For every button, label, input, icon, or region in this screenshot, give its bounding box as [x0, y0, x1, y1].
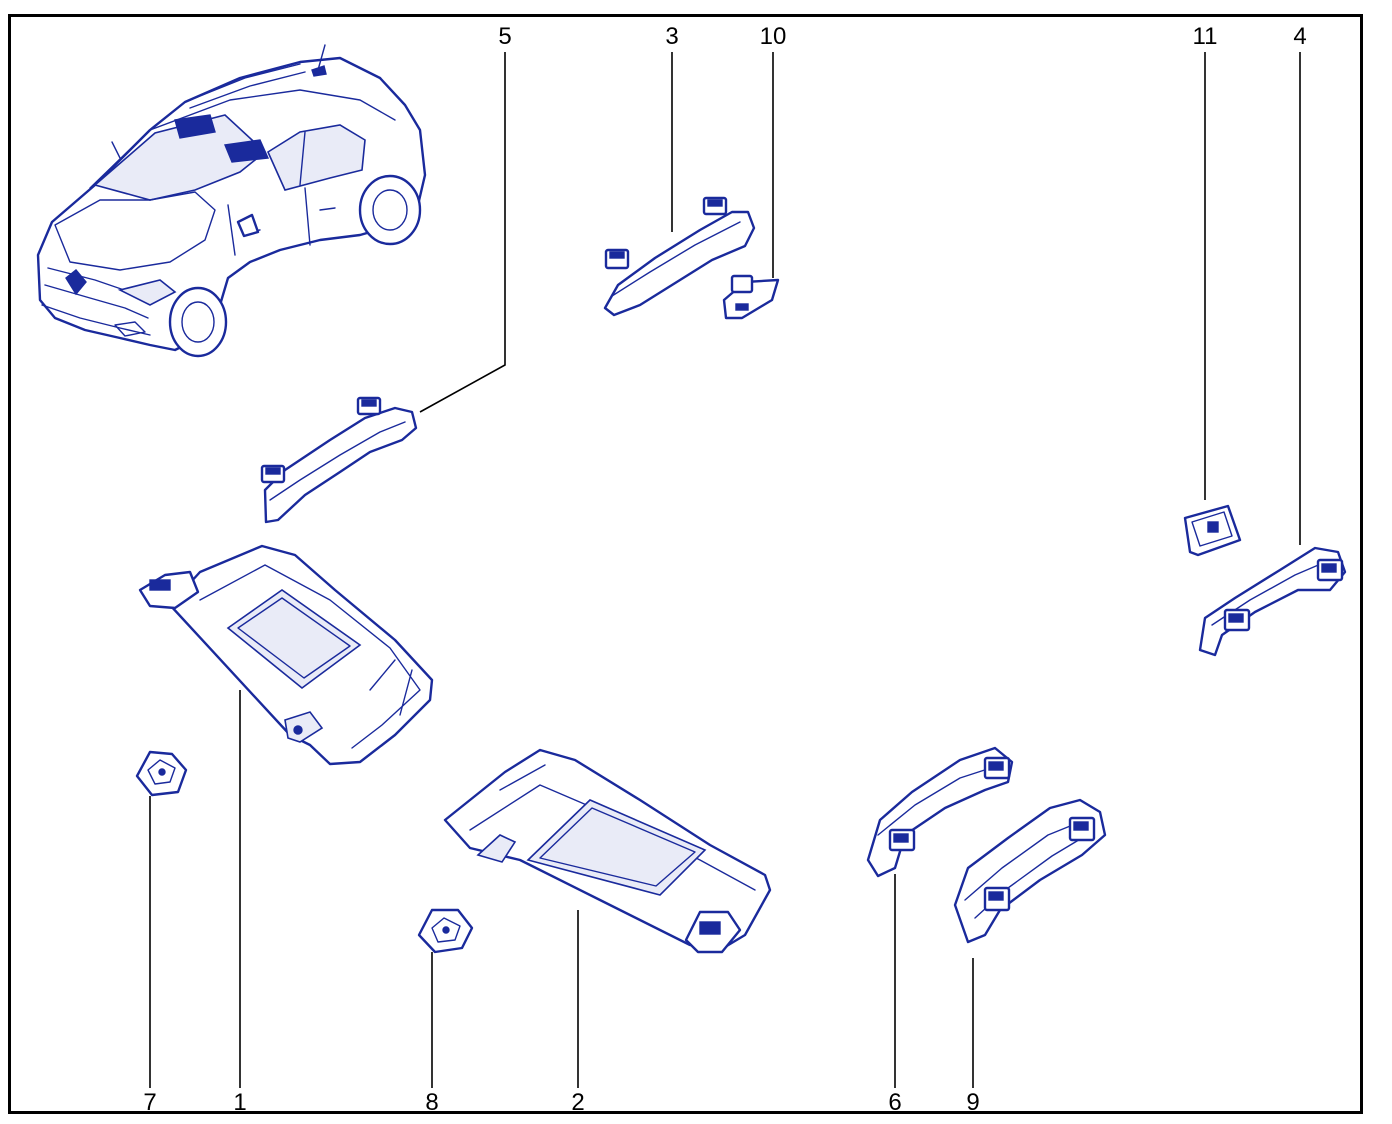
- grab-handle-9: [953, 798, 1107, 944]
- grab-handle-3: [603, 196, 756, 317]
- callout-2: 2: [571, 1089, 584, 1116]
- sun-visor-right: [443, 748, 772, 954]
- callout-11: 11: [1193, 23, 1218, 50]
- visor-clip-8: [417, 908, 474, 954]
- handle-cover-11: [1183, 504, 1242, 557]
- sun-visor-left: [138, 544, 434, 766]
- callout-9: 9: [966, 1089, 979, 1116]
- callout-6: 6: [888, 1089, 901, 1116]
- diagram-frame: [8, 14, 1363, 1114]
- handle-cover-10: [722, 274, 780, 320]
- car-illustration: [36, 44, 427, 358]
- grab-handle-4: [1198, 546, 1347, 657]
- callout-3: 3: [665, 23, 678, 50]
- visor-clip-7: [135, 750, 188, 797]
- callout-4: 4: [1293, 23, 1306, 50]
- grab-handle-6: [866, 746, 1014, 878]
- leader-lines: [149, 52, 1301, 1088]
- callout-1: 1: [233, 1089, 246, 1116]
- callout-5: 5: [498, 23, 511, 50]
- callout-10: 10: [760, 23, 787, 50]
- callout-7: 7: [143, 1089, 156, 1116]
- grab-handle-5: [260, 396, 418, 524]
- callout-8: 8: [425, 1089, 438, 1116]
- leader-5: [419, 52, 506, 413]
- callout-labels: 5 3 10 11 4 7 1 8 2 6 9: [143, 23, 1306, 1116]
